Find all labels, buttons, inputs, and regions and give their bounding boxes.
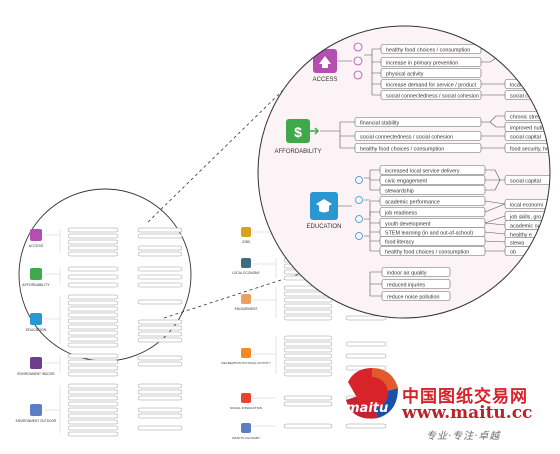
education-item-9: healthy food choices / consumption [385,250,469,256]
affordability-label: AFFORDABILITY [274,149,321,155]
overview-outdoor-label: ENVIRONMENT OUTDOOR [16,419,57,423]
arrow-icon [310,127,320,135]
affordability-item-1: financial stability [360,121,400,127]
zoom-magnifier-outline [257,25,551,319]
environment-connectors [369,271,382,297]
overview-connectors [44,229,277,433]
affordability-icon [30,268,42,280]
education-outcome-3: job skills, gro [509,215,541,221]
education-outcome-2: local economi [510,203,543,209]
education-item-4: academic performance [385,200,440,206]
cart-icon [353,56,363,66]
people-icon [353,70,363,80]
overview-affordability-label: AFFORDABILITY [22,283,50,287]
watermark-slogan: 专业·专注·卓越 [426,431,501,442]
culinary-icon [241,423,251,433]
education-connectors [338,169,506,252]
affordability-outcome-1: chronic stress / a [510,115,551,121]
overview-social-label: SOCIAL INTERACTION [230,406,262,410]
education-item-8: food literacy [385,240,414,246]
education-outcome-5: healthy e [510,233,532,239]
watermark-logo-text: maitu [346,401,389,416]
watermark-url: www.maitu.cc [402,403,533,423]
overview-education-label: EDUCATION [26,328,47,332]
access-item-5: social connectedness / social cohesion [386,94,479,100]
affordability-item-2: social connectedness / social cohesion [360,135,453,141]
overview-access-label: ACCESS [29,244,44,248]
access-label: ACCESS [313,77,338,83]
jobs-icon [241,227,251,237]
overview-indoor-label: ENVIRONMENT INDOOR [17,372,55,376]
social-interaction-icon [241,393,251,403]
access-icon [30,229,42,241]
zoom-content: ACCESS healthy food choices / consumptio… [274,41,552,301]
affordability-outcome-4: food security, hea [510,147,552,153]
education-item-5: job readiness [384,211,417,217]
access-outcome-4: social capital [510,94,541,100]
watermark-logo [346,368,398,419]
access-outcome-1: he [510,45,516,51]
affordability-item-3: healthy food choices / consumption [360,147,444,153]
indoor-environment-icon [30,357,42,369]
heart-icon [353,42,363,52]
watermark-chinese-title: 中国图纸交易网 [402,387,528,407]
education-item-7: STEM learning (in and out-of-school) [385,231,473,237]
engagement-icon [241,294,251,304]
education-item-2: civic engagement [385,179,427,185]
affordability-outcome-3: social capital [510,135,541,141]
overview-economy-label: LOCAL ECONOMY [232,271,261,275]
access-item-4: increase demand for service / product [386,83,477,89]
environment-item-2: reduced injuries [387,283,425,289]
environment-item-1: indoor air quality [387,271,427,277]
overview-left-rows [67,227,183,437]
overview-jobs-label: JOBS [242,240,250,244]
education-item-1: increased local service delivery [385,169,460,175]
access-outcome-3: local econom [510,83,542,89]
affordability-connectors [320,115,505,149]
local-economy-icon [241,258,251,268]
affordability-outcome-2: improved nutritio [510,126,550,132]
overview-engagement-label: ENGAGEMENT [235,307,258,311]
overview-culinary-label: CRAFTS CULINARY [232,436,260,440]
access-outcome-2: obesi [510,57,523,63]
access-item-3: physical activity [386,72,424,78]
recreation-icon [241,348,251,358]
education-item-3: stewardship [385,189,414,195]
overview-recreation-label: RECREATION PHYSICAL ACTIVITY [221,361,270,365]
dollar-icon: $ [294,124,302,140]
education-outcome-1: social capital [510,179,541,185]
education-label: EDUCATION [307,224,342,230]
education-outcome-6: stewa [510,241,524,247]
outdoor-environment-icon [30,404,42,416]
education-outcome-7: ob [510,250,516,256]
education-icon [30,313,42,325]
house-icon [319,56,331,64]
environment-item-3: reduce noise pollution [387,295,439,301]
education-indicator-icons [355,176,363,240]
education-outcome-4: academic ou [510,224,541,230]
access-item-2: increase in primary prevention [386,61,458,67]
access-item-1: healthy food choices / consumption [386,48,470,54]
education-item-6: youth development [385,222,431,228]
affordability-zoom-icon [286,119,310,143]
